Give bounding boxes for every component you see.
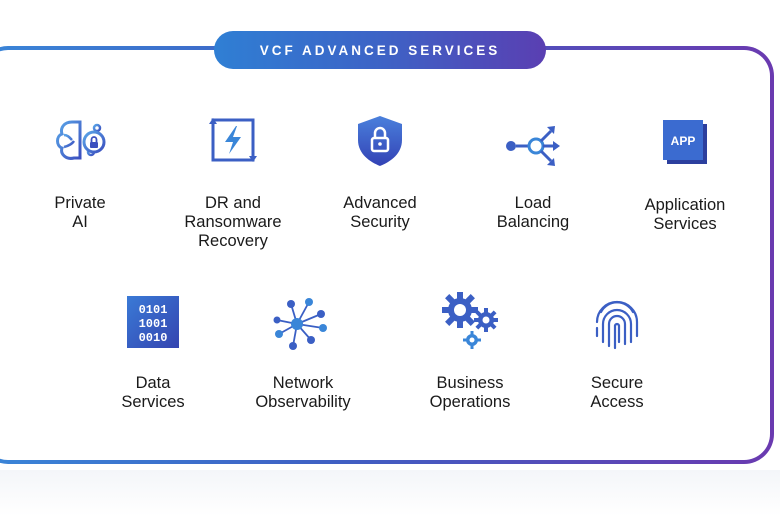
service-label: Secure Access <box>590 374 644 411</box>
shield-lock-icon <box>350 110 410 170</box>
network-graph-icon <box>273 292 333 352</box>
bottom-shadow <box>0 470 780 516</box>
binary-data-icon: 0101 1001 0010 <box>123 292 183 352</box>
svg-text:1001: 1001 <box>139 317 168 331</box>
load-balancer-icon <box>503 110 563 170</box>
gears-icon <box>440 290 500 350</box>
lightning-box-icon <box>203 110 263 170</box>
service-label: Application Services <box>644 196 726 233</box>
service-label: DR and Ransomware Recovery <box>184 194 282 250</box>
service-label: Advanced Security <box>343 194 417 231</box>
service-label: Load Balancing <box>496 194 570 231</box>
service-label: Data Services <box>121 374 185 411</box>
fingerprint-icon <box>587 292 647 352</box>
svg-text:APP: APP <box>671 134 696 148</box>
service-label: Private AI <box>54 194 106 231</box>
svg-text:0101: 0101 <box>139 303 168 317</box>
svg-text:0010: 0010 <box>139 331 168 345</box>
brain-lock-icon <box>50 110 110 170</box>
app-tile-icon: APP <box>655 112 715 172</box>
title-banner: VCF ADVANCED SERVICES <box>214 31 546 69</box>
service-label: Network Observability <box>255 374 351 411</box>
service-label: Business Operations <box>429 374 511 411</box>
